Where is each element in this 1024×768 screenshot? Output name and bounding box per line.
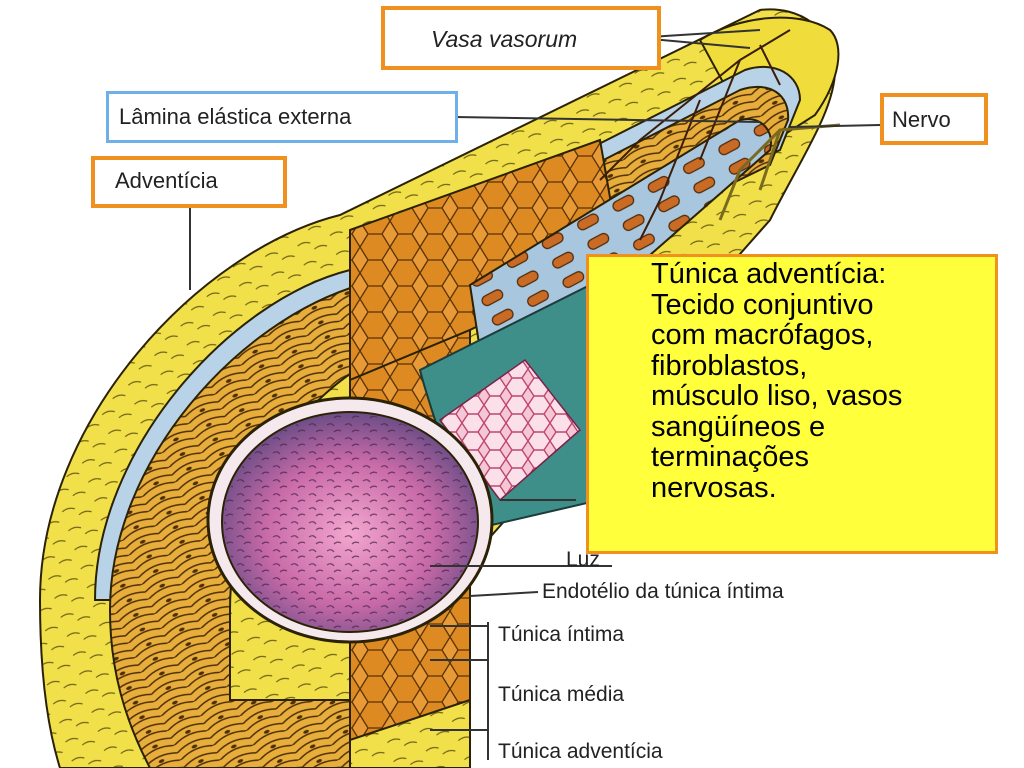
info-line: nervosas.	[651, 471, 777, 504]
adventicia-label-box: Adventícia	[91, 156, 287, 208]
leader-lines	[189, 29, 881, 760]
lamina-elastica-label: Lâmina elástica externa	[119, 104, 352, 129]
tunica-intima-label: Túnica íntima	[498, 623, 625, 646]
info-line: músculo liso, vasos	[651, 380, 903, 412]
tunica-media-label: Túnica média	[498, 683, 625, 706]
adventicia-label: Adventícia	[115, 168, 218, 193]
internal-elastic-band	[468, 118, 772, 352]
info-line: terminações	[651, 441, 809, 473]
lamina-elastica-label-box: Lâmina elástica externa	[106, 91, 458, 143]
lumen-texture	[224, 414, 476, 630]
info-line: fibroblastos,	[651, 349, 808, 382]
vasa-vasorum-label-box: Vasa vasorum	[381, 6, 661, 70]
info-box: Túnica adventícia: Tecido conjuntivo com…	[586, 254, 998, 554]
info-line: sangüíneos e	[651, 410, 826, 443]
nervo-label-box: Nervo	[880, 93, 988, 145]
info-line: Tecido conjuntivo	[651, 288, 874, 321]
endotelio-label: Endotélio da túnica íntima	[542, 580, 784, 603]
info-line: com macrófagos,	[651, 319, 874, 351]
vasa-vasorum-label: Vasa vasorum	[431, 26, 578, 52]
vasa-vasorum-branches	[599, 29, 791, 241]
tunica-adventicia-label: Túnica adventícia	[498, 740, 663, 763]
nervo-label: Nervo	[892, 107, 951, 132]
info-line: Túnica adventícia:	[651, 258, 887, 290]
